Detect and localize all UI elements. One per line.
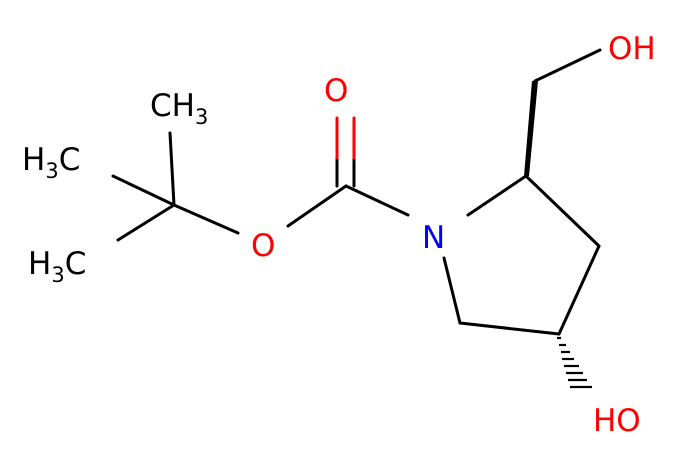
- methyl-left-1: H3C: [22, 142, 80, 183]
- atom-nitrogen: N: [422, 220, 445, 256]
- bonds: [111, 48, 602, 336]
- bond-n-c2: [466, 174, 528, 217]
- bond-esterO-carbonyl: [286, 184, 348, 228]
- bond-carbonyl-n: [344, 184, 410, 217]
- bond-cq-methyl-left1: [111, 174, 176, 207]
- methyl-left-2: H3C: [28, 246, 86, 287]
- bond-c5-n: [442, 256, 462, 325]
- bond-cq-methyl-left2: [116, 203, 176, 242]
- atom-ester-o: O: [251, 228, 275, 264]
- bond-cq-methyl-top: [168, 131, 176, 207]
- hashed-bond: [557, 336, 592, 389]
- atom-oh-top: OH: [608, 31, 656, 67]
- bond-c2-c3: [524, 174, 601, 248]
- bond-ch2-oh: [533, 48, 602, 83]
- bond-cq-ester-o: [172, 203, 240, 235]
- atom-oh-bottom: HO: [593, 403, 641, 439]
- methyl-top: CH3: [150, 88, 208, 129]
- carbonyl-double-bond: [335, 116, 356, 188]
- atom-carbonyl-o: O: [324, 73, 348, 109]
- bond-c3-c4: [557, 244, 601, 336]
- wedge-bond: [524, 81, 538, 176]
- bond-c4-c5: [458, 321, 561, 336]
